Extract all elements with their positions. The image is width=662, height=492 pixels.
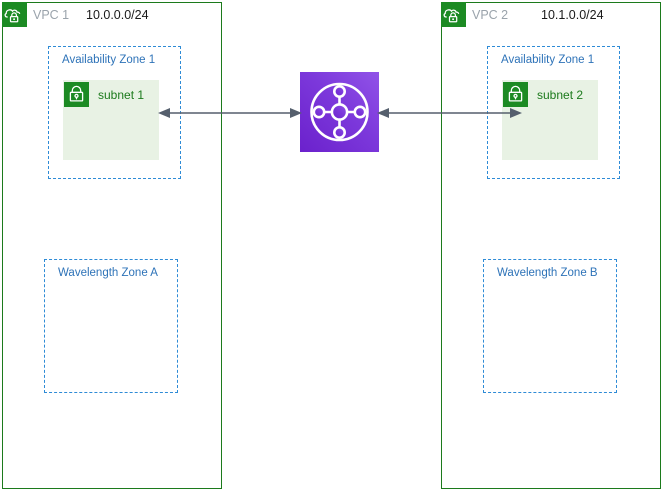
wavelength-zone-label-a: Wavelength Zone A	[58, 267, 158, 279]
vpc-peering-connection-icon[interactable]	[300, 72, 379, 152]
subnet-lock-icon	[503, 82, 528, 107]
wavelength-zone-box-a[interactable]	[44, 259, 178, 393]
vpc-cidr-2: 10.1.0.0/24	[541, 8, 604, 22]
subnet-lock-icon	[64, 82, 89, 107]
subnet-label-1: subnet 1	[98, 88, 145, 102]
vpc-cloud-lock-icon	[2, 2, 27, 27]
availability-zone-label-1: Availability Zone 1	[62, 54, 156, 66]
vpc-cidr-1: 10.0.0.0/24	[86, 8, 149, 22]
wavelength-zone-label-b: Wavelength Zone B	[497, 267, 598, 279]
vpc-cloud-lock-icon	[441, 2, 466, 27]
vpc-label-1: VPC 1	[33, 8, 70, 22]
wavelength-zone-box-b[interactable]	[483, 259, 617, 393]
availability-zone-label-2: Availability Zone 1	[501, 54, 595, 66]
subnet-label-2: subnet 2	[537, 88, 584, 102]
vpc-label-2: VPC 2	[472, 8, 509, 22]
